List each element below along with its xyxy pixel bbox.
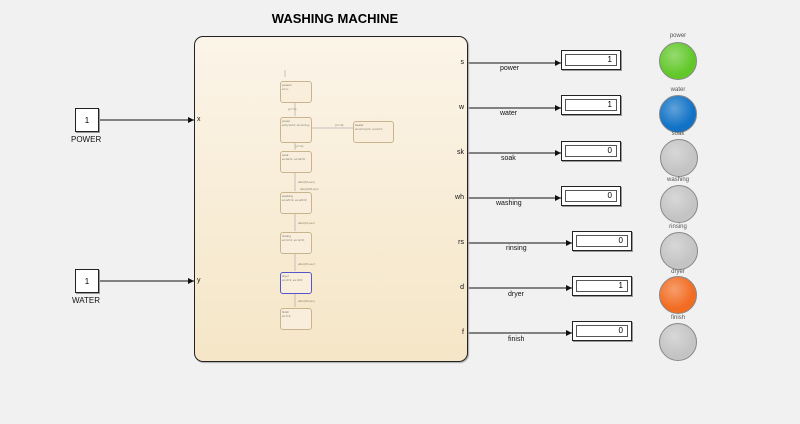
state-heater-body: en:w=1;p=1; en:w=1; [355, 127, 383, 131]
state-finish-name: finish [282, 310, 290, 314]
state-finish-body: en:f=1; [282, 314, 292, 318]
lamp-washing[interactable] [660, 185, 698, 223]
lamp-label-water: water [670, 87, 686, 93]
lamp-rinsing[interactable] [660, 232, 698, 270]
transition-label: [y==1] [288, 107, 297, 111]
state-washing-body: en:wh=1; ex:wh=0; [282, 198, 308, 202]
model-title: WASHING MACHINE [271, 11, 399, 26]
lamp-power[interactable] [659, 42, 697, 80]
state-power-body: entry:w=1; en:w=1;g; [282, 123, 310, 127]
water-constant-block[interactable]: 1 [75, 269, 99, 293]
lamp-water[interactable] [659, 95, 697, 133]
display-finish-value: 0 [576, 325, 628, 337]
input-port-y: y [197, 277, 201, 284]
transition-label: after(10,sec) [298, 180, 315, 184]
lamp-soak[interactable] [660, 139, 698, 177]
display-power-value: 1 [565, 54, 617, 66]
output-port-d: d [460, 284, 464, 291]
display-soak-value: 0 [565, 145, 617, 157]
state-rinsing[interactable]: rinsing en:rs=1; ex:rs=0; [280, 232, 312, 254]
state-dryer-name: dryer [282, 274, 289, 278]
lamp-label-rinsing: rinsing [669, 224, 687, 230]
power-constant-label: POWER [71, 135, 102, 144]
state-power1[interactable]: power1 en:s; [280, 81, 312, 103]
transition-label: [x==0] [335, 123, 344, 127]
signal-label-soak: soak [501, 155, 516, 162]
signal-label-rinsing: rinsing [506, 245, 527, 252]
state-soak[interactable]: soak en:sk=1; ex:sk=0; [280, 151, 312, 173]
display-soak[interactable]: 0 [561, 141, 621, 161]
signal-label-dryer: dryer [508, 291, 524, 298]
stateflow-chart-block[interactable]: x y s w sk wh rs d f power1 en:s; power … [194, 36, 468, 362]
state-soak-body: en:sk=1; ex:sk=0; [282, 157, 306, 161]
display-dryer-value: 1 [576, 280, 628, 292]
state-dryer[interactable]: dryer en:d=1; ex:d=0; [280, 272, 312, 294]
display-washing[interactable]: 0 [561, 186, 621, 206]
signal-label-power: power [500, 65, 520, 72]
transition-label: after(100,sec) [300, 187, 319, 191]
state-transitions [284, 70, 353, 307]
lamp-label-dryer: dryer [671, 269, 685, 275]
output-port-sk: sk [457, 149, 464, 156]
transition-label: after(30,sec) [298, 299, 315, 303]
water-constant-value: 1 [84, 276, 90, 286]
lamp-label-soak: soak [671, 131, 685, 137]
state-rinsing-body: en:rs=1; ex:rs=0; [282, 238, 305, 242]
output-port-w: w [458, 104, 464, 111]
display-water-value: 1 [565, 99, 617, 111]
display-power[interactable]: 1 [561, 50, 621, 70]
signal-label-washing: washing [496, 200, 522, 207]
state-soak-name: soak [282, 153, 289, 157]
state-finish[interactable]: finish en:f=1; [280, 308, 312, 330]
transition-label: after(10,sec) [298, 221, 315, 225]
state-washing[interactable]: washing en:wh=1; ex:wh=0; [280, 192, 312, 214]
state-rinsing-name: rinsing [282, 234, 291, 238]
lamp-label-washing: washing [666, 177, 689, 183]
output-port-wh: wh [455, 194, 464, 201]
state-power[interactable]: power entry:w=1; en:w=1;g; [280, 117, 312, 143]
lamp-dryer[interactable] [659, 276, 697, 314]
output-port-f: f [462, 329, 464, 336]
state-power1-body: en:s; [282, 87, 289, 91]
water-constant-label: WATER [72, 296, 100, 305]
display-rinsing-value: 0 [576, 235, 628, 247]
lamp-label-power: power [669, 33, 687, 39]
display-dryer[interactable]: 1 [572, 276, 632, 296]
state-dryer-body: en:d=1; ex:d=0; [282, 278, 303, 282]
state-heater[interactable]: heater en:w=1;p=1; en:w=1; [353, 121, 394, 143]
power-constant-block[interactable]: 1 [75, 108, 99, 132]
output-port-s: s [460, 59, 465, 66]
lamp-label-finish: finish [670, 315, 685, 321]
signal-label-finish: finish [508, 336, 525, 343]
lamp-finish[interactable] [659, 323, 697, 361]
display-finish[interactable]: 0 [572, 321, 632, 341]
power-constant-value: 1 [84, 115, 90, 125]
signal-label-water: water [500, 110, 518, 117]
input-port-x: x [197, 116, 201, 123]
display-rinsing[interactable]: 0 [572, 231, 632, 251]
state-power1-name: power1 [282, 83, 292, 87]
state-heater-name: heater [355, 123, 364, 127]
output-port-rs: rs [458, 239, 464, 246]
state-power-name: power [282, 119, 291, 123]
transition-label: after(20,sec) [298, 262, 315, 266]
transition-label: [y==1] [295, 144, 304, 148]
state-washing-name: washing [282, 194, 294, 198]
display-water[interactable]: 1 [561, 95, 621, 115]
display-washing-value: 0 [565, 190, 617, 202]
